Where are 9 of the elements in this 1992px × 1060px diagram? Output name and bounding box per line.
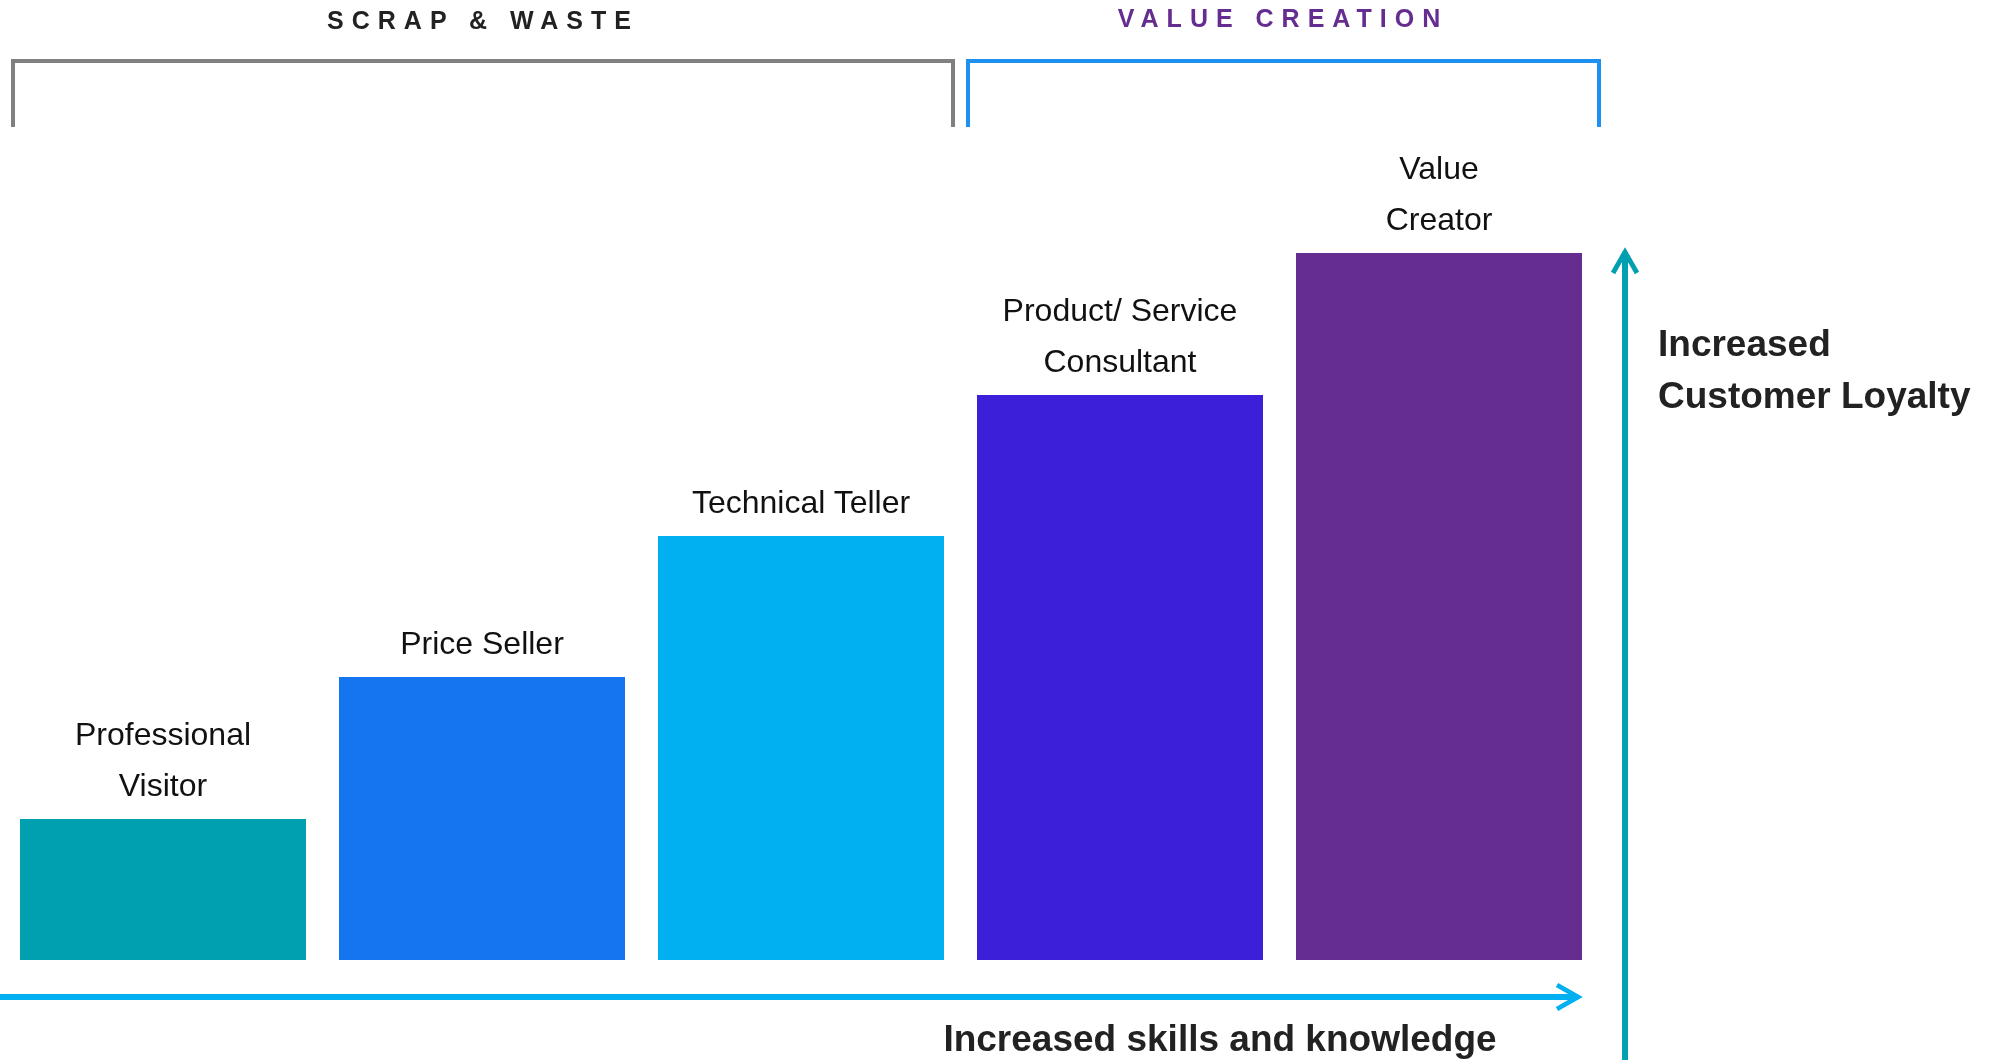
bar-label: Value Creator <box>1384 148 1494 239</box>
bar-label: Product/ Service Consultant <box>1001 290 1239 381</box>
section-heading: VALUE CREATION <box>1117 4 1449 33</box>
axis-label: Increased skills and knowledge <box>943 1018 1497 1060</box>
bar-label: Professional Visitor <box>73 714 253 805</box>
section-heading: SCRAP & WASTE <box>327 6 639 35</box>
bar-label: Price Seller <box>399 623 565 663</box>
bar-label: Technical Teller <box>691 482 911 522</box>
axis-label: Increased Customer Loyalty <box>1658 322 1972 418</box>
